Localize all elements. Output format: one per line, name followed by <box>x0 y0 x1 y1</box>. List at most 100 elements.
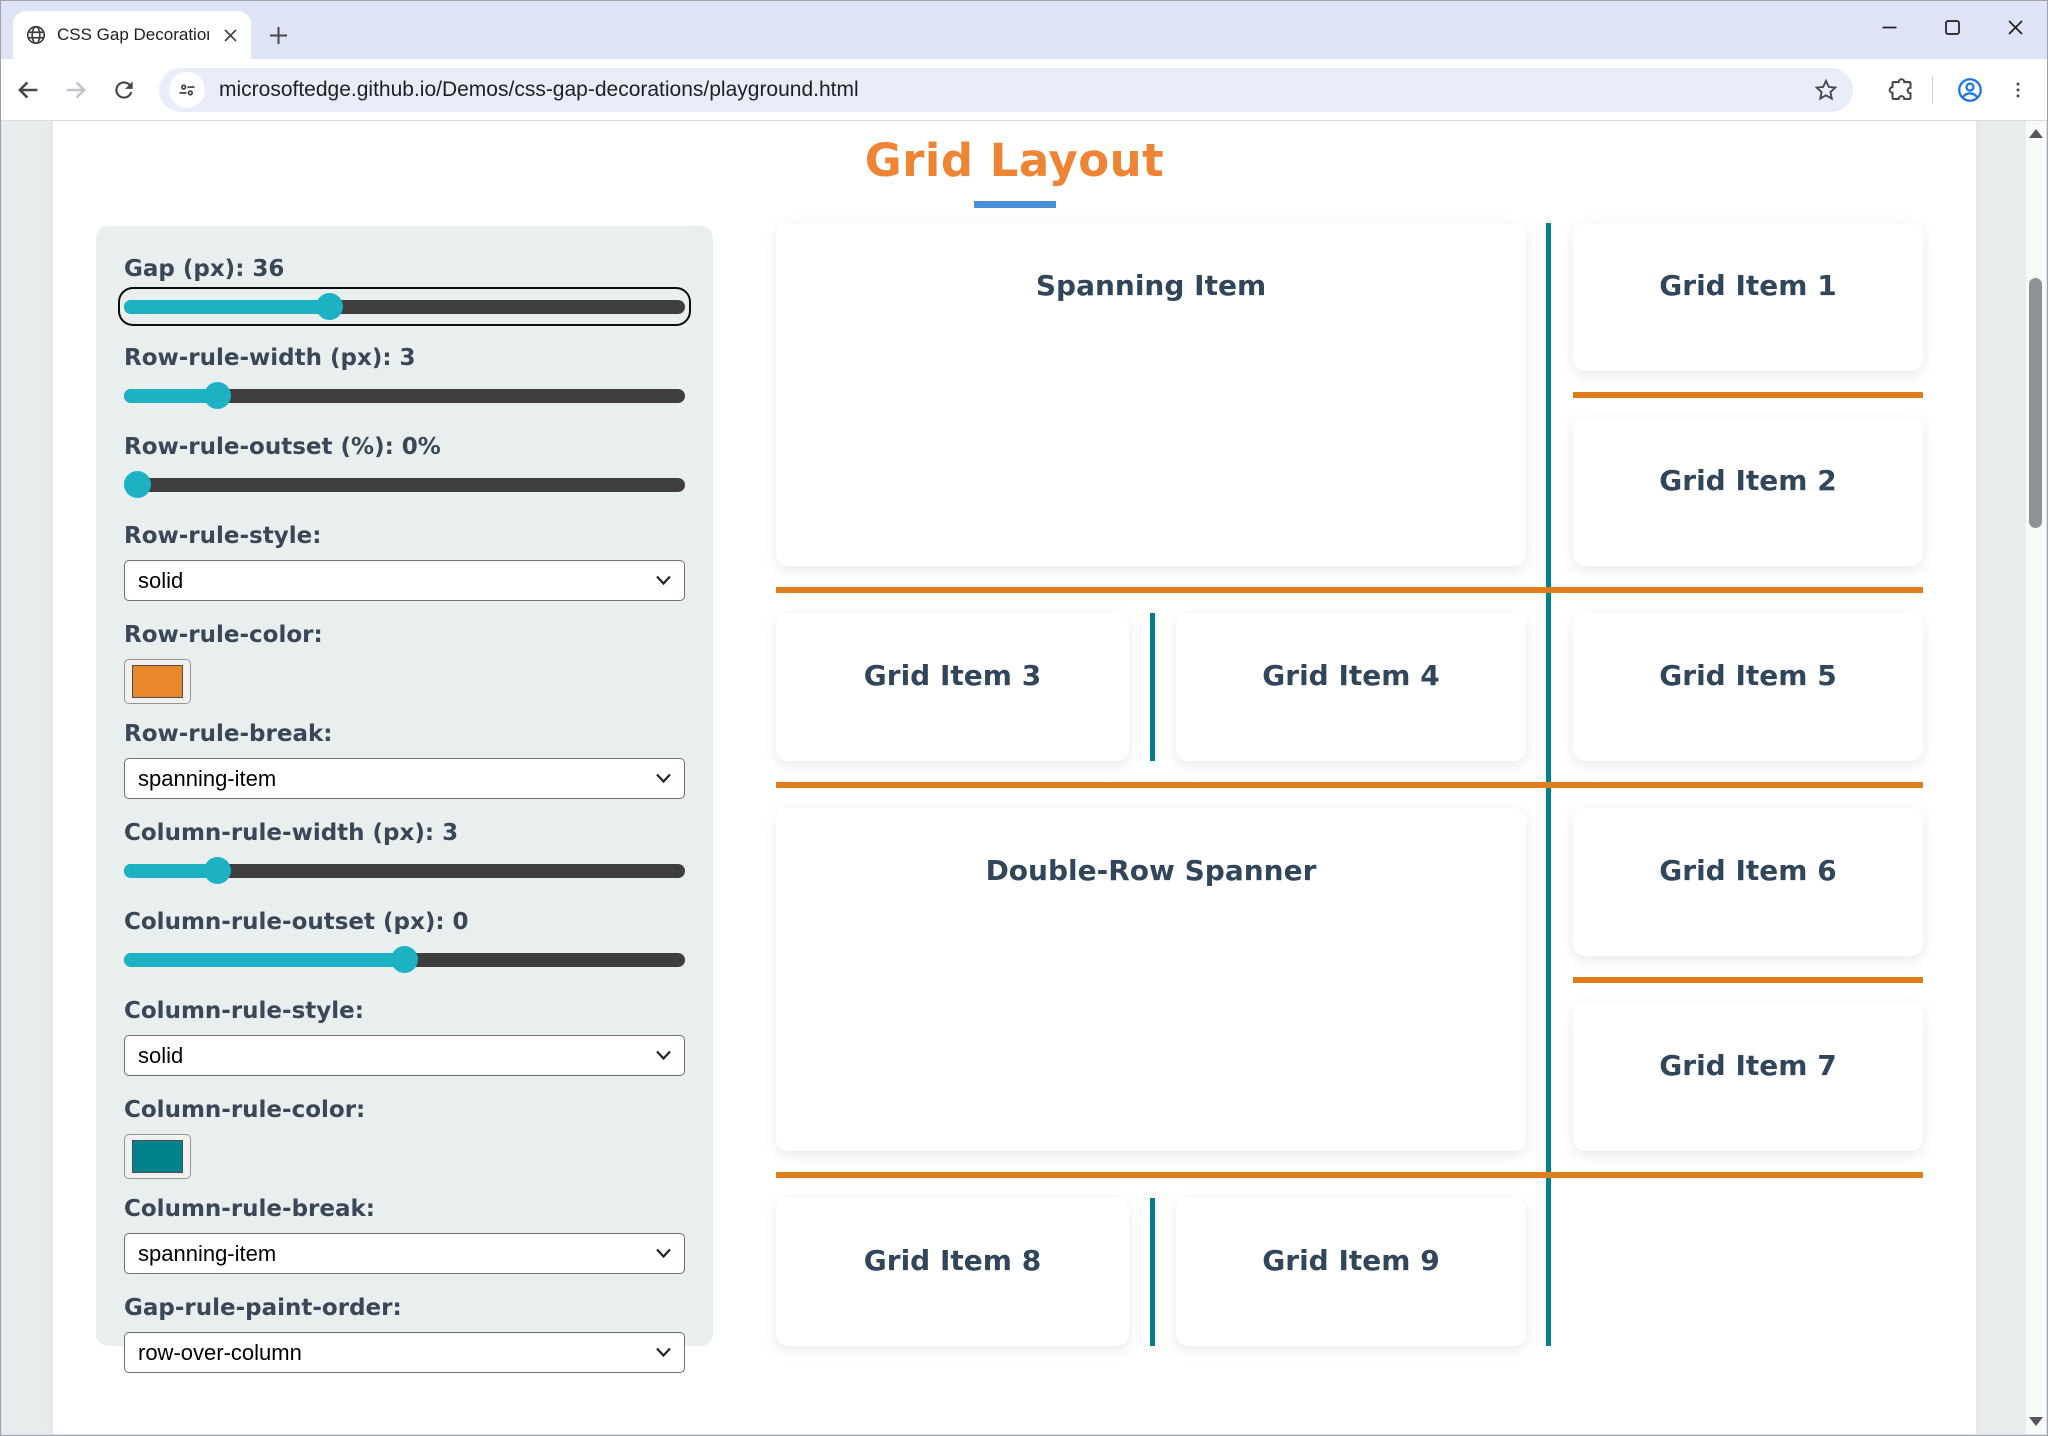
toolbar-right <box>1874 68 2039 112</box>
grid-card-label: Grid Item 6 <box>1659 854 1837 887</box>
tab-strip: CSS Gap Decorations playground <box>1 1 2047 59</box>
grid-card: Grid Item 7 <box>1573 1003 1923 1151</box>
row-rule-style-label: Row-rule-style: <box>124 523 322 549</box>
column-rule-width-label: Column-rule-width (px): 3 <box>124 820 459 846</box>
row-rule-break-label: Row-rule-break: <box>124 721 333 747</box>
column-rule-break-label: Column-rule-break: <box>124 1196 375 1222</box>
address-bar[interactable]: microsoftedge.github.io/Demos/css-gap-de… <box>159 68 1853 112</box>
grid-card: Grid Item 4 <box>1176 613 1526 761</box>
row-rule-color-picker[interactable] <box>124 659 191 704</box>
forward-button[interactable] <box>55 69 97 111</box>
chevron-down-icon <box>656 575 671 586</box>
column-rule-outset-label: Column-rule-outset (px): 0 <box>124 909 469 935</box>
column-rule-color-picker[interactable] <box>124 1134 191 1179</box>
grid-card: Grid Item 2 <box>1573 418 1923 566</box>
column-rule-color-label: Column-rule-color: <box>124 1097 366 1123</box>
globe-favicon-icon <box>25 24 47 46</box>
profile-avatar-icon[interactable] <box>1949 69 1991 111</box>
grid-card: Grid Item 3 <box>776 613 1129 761</box>
row-rule-outset-slider[interactable] <box>124 471 685 498</box>
extensions-puzzle-icon[interactable] <box>1880 69 1922 111</box>
row-rule <box>776 782 1923 788</box>
grid-card: Grid Item 6 <box>1573 808 1923 956</box>
select-value: spanning-item <box>138 1240 277 1266</box>
browser-toolbar: microsoftedge.github.io/Demos/css-gap-de… <box>1 59 2047 121</box>
gap-rule-paint-order-select[interactable]: row-over-column <box>124 1332 685 1373</box>
grid-card-label: Grid Item 9 <box>1262 1244 1440 1277</box>
chevron-down-icon <box>656 1050 671 1061</box>
scroll-up-icon[interactable] <box>2029 129 2043 138</box>
chevron-down-icon <box>656 773 671 784</box>
grid-card: Spanning Item <box>776 223 1526 566</box>
page-content: Grid Layout Gap (px): 36 Row-rule-width … <box>53 121 1976 1434</box>
chevron-down-icon <box>656 1248 671 1259</box>
column-rule-style-select[interactable]: solid <box>124 1035 685 1076</box>
chevron-down-icon <box>656 1347 671 1358</box>
site-info-tune-icon[interactable] <box>169 72 205 108</box>
slider-thumb[interactable] <box>204 857 232 884</box>
color-swatch <box>132 1140 183 1173</box>
grid-card-label: Grid Item 8 <box>863 1244 1042 1277</box>
window-maximize-button[interactable] <box>1921 1 1984 53</box>
menu-dots-icon[interactable] <box>1997 69 2039 111</box>
bookmark-star-icon[interactable] <box>1809 73 1843 107</box>
grid-card: Grid Item 8 <box>776 1198 1129 1346</box>
slider-track[interactable] <box>124 477 685 492</box>
page-viewport: Grid Layout Gap (px): 36 Row-rule-width … <box>2 121 2046 1434</box>
slider-thumb[interactable] <box>204 382 232 409</box>
grid-card: Double-Row Spanner <box>776 808 1526 1151</box>
slider-fill <box>124 952 405 967</box>
tab-close-button[interactable] <box>217 22 243 48</box>
gap-rule-paint-order-label: Gap-rule-paint-order: <box>124 1295 402 1321</box>
row-rule-break-select[interactable]: spanning-item <box>124 758 685 799</box>
row-rule <box>776 1172 1923 1178</box>
page-title: Grid Layout <box>864 134 1165 187</box>
select-value: solid <box>138 1042 184 1068</box>
slider-thumb[interactable] <box>124 471 151 498</box>
row-rule-style-select[interactable]: solid <box>124 560 685 601</box>
reload-button[interactable] <box>103 69 145 111</box>
column-rule-outset-slider[interactable] <box>124 946 685 973</box>
grid-card: Grid Item 5 <box>1573 613 1923 761</box>
select-value: row-over-column <box>138 1339 302 1365</box>
row-rule-width-slider[interactable] <box>124 382 685 409</box>
url-text: microsoftedge.github.io/Demos/css-gap-de… <box>219 78 859 101</box>
row-rule <box>776 587 1923 593</box>
slider-thumb[interactable] <box>316 293 344 320</box>
title-underline <box>973 201 1056 208</box>
page-scrollbar[interactable] <box>2025 121 2046 1434</box>
window-minimize-button[interactable] <box>1858 1 1921 53</box>
grid-card-label: Spanning Item <box>1035 269 1267 302</box>
slider-track[interactable] <box>124 388 685 403</box>
grid-card-label: Grid Item 3 <box>863 659 1042 692</box>
grid-card-label: Grid Item 2 <box>1659 464 1837 497</box>
row-rule-width-label: Row-rule-width (px): 3 <box>124 345 416 371</box>
grid-card: Grid Item 1 <box>1573 223 1923 371</box>
new-tab-button[interactable] <box>261 18 295 52</box>
gap-slider[interactable] <box>118 287 691 326</box>
column-rule-width-slider[interactable] <box>124 857 685 884</box>
browser-tab[interactable]: CSS Gap Decorations playground <box>13 11 251 59</box>
gap-slider-label: Gap (px): 36 <box>124 256 285 282</box>
column-rule <box>1150 613 1155 761</box>
slider-fill <box>124 863 218 878</box>
row-rule <box>1573 392 1923 398</box>
grid-card: Grid Item 9 <box>1176 1198 1526 1346</box>
slider-thumb[interactable] <box>391 946 418 973</box>
column-rule-style-label: Column-rule-style: <box>124 998 364 1024</box>
grid-card-label: Grid Item 1 <box>1659 269 1837 302</box>
select-value: spanning-item <box>138 765 277 791</box>
scroll-down-icon[interactable] <box>2029 1417 2043 1426</box>
slider-track[interactable] <box>124 863 685 878</box>
slider-fill <box>124 388 218 403</box>
back-button[interactable] <box>7 69 49 111</box>
slider-fill <box>124 299 330 314</box>
color-swatch <box>132 665 183 698</box>
row-rule-outset-label: Row-rule-outset (%): 0% <box>124 434 441 460</box>
grid-card-label: Grid Item 7 <box>1659 1049 1837 1082</box>
window-close-button[interactable] <box>1984 1 2047 53</box>
column-rule-break-select[interactable]: spanning-item <box>124 1233 685 1274</box>
toolbar-divider <box>1932 76 1933 104</box>
scrollbar-thumb[interactable] <box>2029 278 2042 528</box>
